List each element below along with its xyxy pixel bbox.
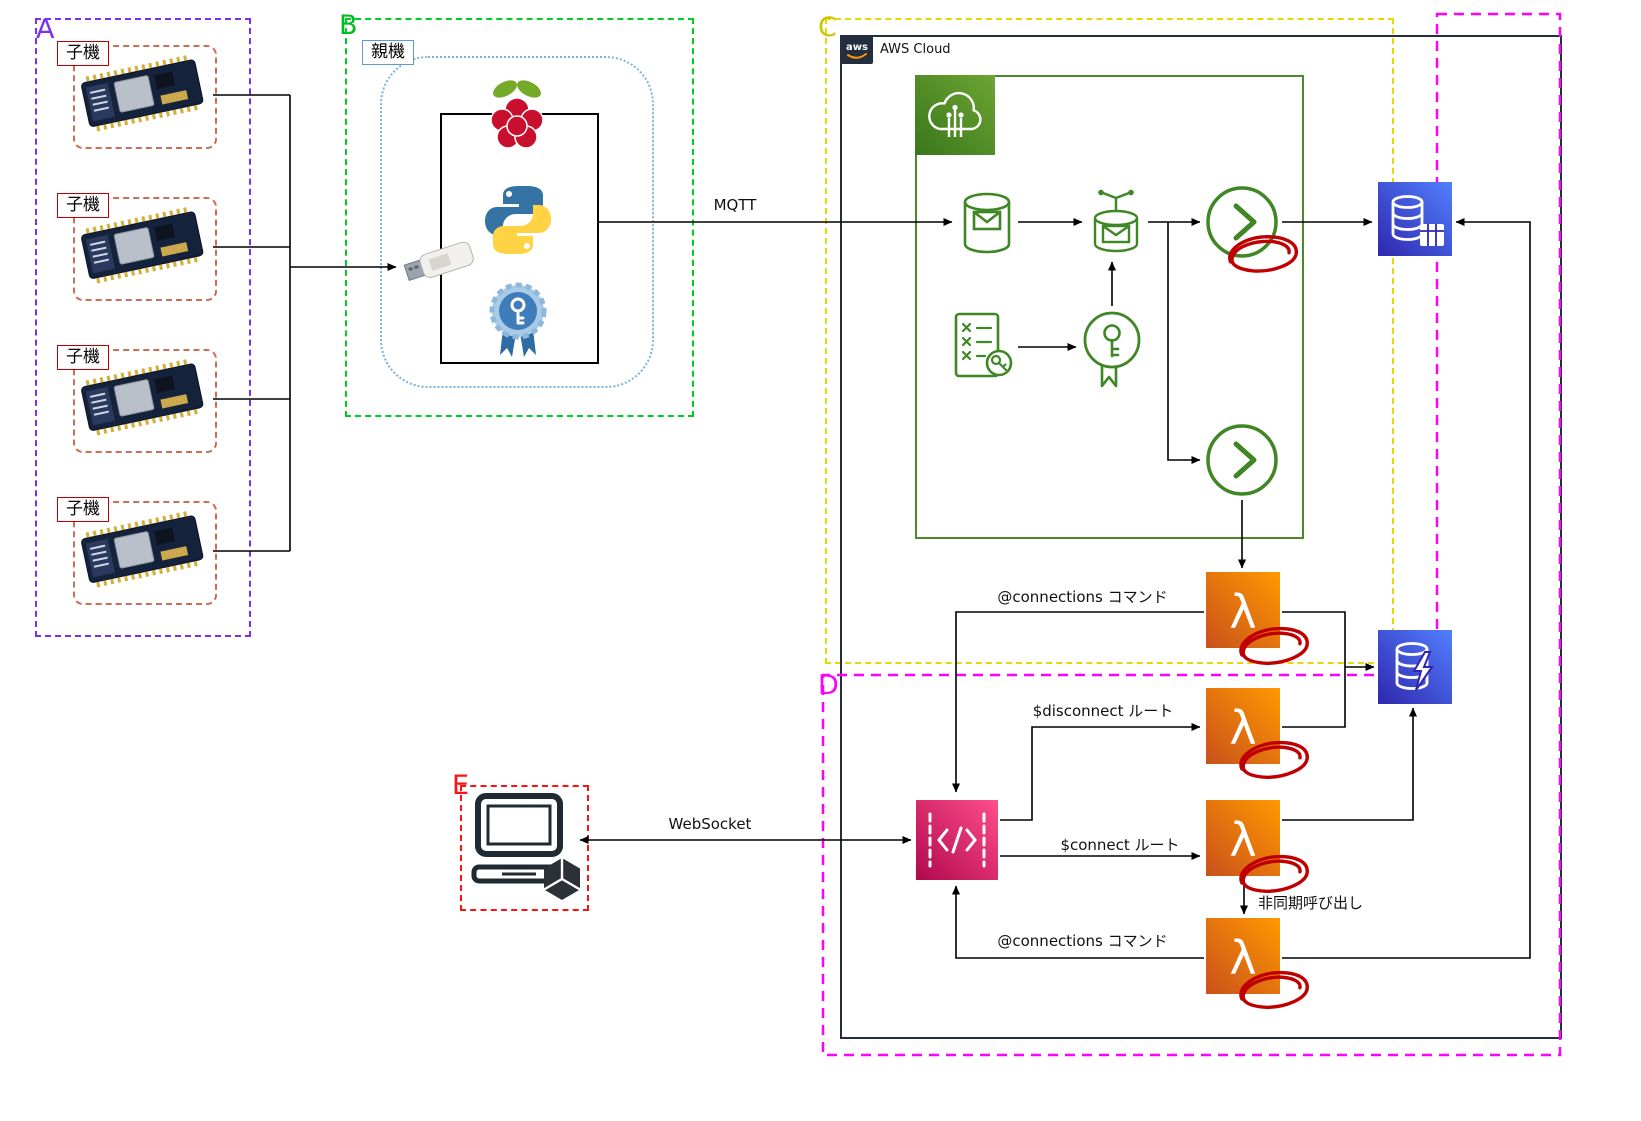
red-marker-icon	[1228, 729, 1320, 791]
edge-label-connections-command-top: @connections コマンド	[997, 588, 1168, 606]
region-e-boundary	[460, 785, 589, 911]
unity-logo-icon	[541, 856, 583, 902]
aws-logo-text: aws	[846, 42, 868, 53]
esp32-board-icon	[77, 200, 210, 288]
edge-label-disconnect-route: $disconnect ルート	[1032, 702, 1174, 720]
edge-label-connect-route: $connect ルート	[1060, 836, 1180, 854]
region-b-boundary	[345, 18, 694, 417]
region-a-label: A	[36, 14, 55, 45]
region-d-label: D	[818, 670, 839, 701]
child-device-label: 子機	[57, 193, 109, 218]
usb-dongle-icon	[399, 232, 482, 293]
iot-policy-icon	[952, 312, 1016, 382]
aws-logo-badge: aws	[841, 36, 873, 64]
child-device-label: 子機	[57, 345, 109, 370]
certificate-badge-icon	[488, 281, 548, 359]
api-gateway-icon	[916, 800, 998, 880]
red-marker-icon	[1218, 224, 1308, 283]
dynamodb-icon	[1378, 630, 1452, 704]
edge-label-connections-command-bottom: @connections コマンド	[997, 932, 1168, 950]
iot-certificate-icon	[1080, 310, 1144, 390]
edge-label-websocket: WebSocket	[668, 815, 752, 833]
python-logo-icon	[480, 183, 556, 257]
child-device-box	[73, 501, 217, 605]
child-device-label: 子機	[57, 41, 109, 66]
iot-rule-icon	[1086, 186, 1146, 258]
region-b-label: B	[339, 10, 358, 41]
esp32-board-icon	[77, 504, 210, 592]
red-marker-icon	[1228, 959, 1320, 1021]
child-device-label: 子機	[57, 497, 109, 522]
iot-message-broker-icon	[958, 190, 1016, 256]
dynamodb-table-icon	[1378, 182, 1452, 256]
edge-label-mqtt: MQTT	[713, 196, 757, 214]
raspberry-pi-icon	[481, 76, 553, 156]
computer-icon	[470, 793, 576, 891]
esp32-board-icon	[77, 352, 210, 440]
parent-device-label: 親機	[362, 40, 414, 65]
aws-cloud-caption: AWS Cloud	[880, 42, 951, 57]
edge-label-async-invoke: 非同期呼び出し	[1258, 894, 1364, 912]
iot-action-circle-icon	[1204, 422, 1280, 498]
esp32-board-icon	[77, 48, 210, 136]
aws-iot-core-icon	[915, 75, 995, 155]
region-c-label: C	[818, 12, 837, 43]
red-marker-icon	[1228, 615, 1320, 677]
region-e-label: E	[452, 770, 470, 801]
